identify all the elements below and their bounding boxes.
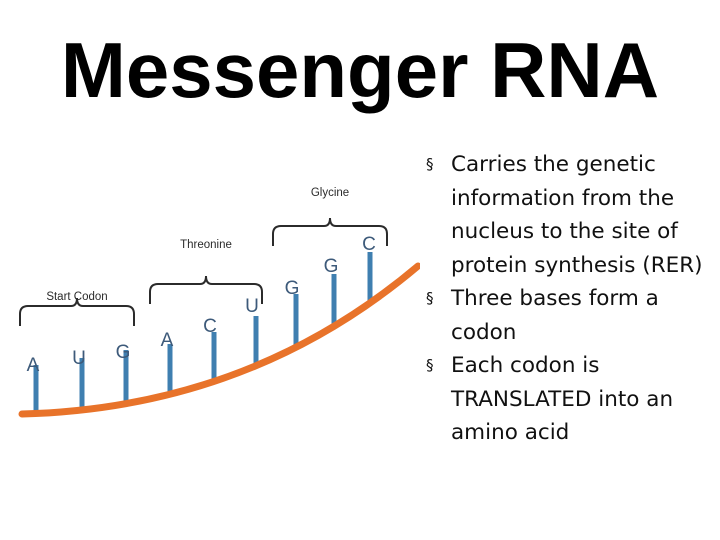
codon-bracket [149, 275, 263, 304]
slide-title: Messenger RNA [60, 26, 660, 114]
bullet-item: § Carries the genetic information from th… [424, 148, 714, 282]
base-label: G [324, 256, 339, 277]
codon-label: Threonine [180, 239, 232, 251]
codon-label: Glycine [311, 187, 349, 199]
codon-bracket [272, 217, 388, 246]
codon-label: Start Codon [46, 291, 107, 303]
bullet-item: § Each codon is TRANSLATED into an amino … [424, 349, 714, 450]
codon-bracket [19, 297, 135, 326]
mrna-diagram: Start Codon Threonine Glycine A U G A C U G G C [18, 187, 420, 418]
base-label: A [161, 330, 174, 351]
base-label: U [72, 348, 86, 369]
base-label: G [116, 342, 131, 363]
base-label: C [362, 234, 376, 255]
bullet-list: § Carries the genetic information from th… [424, 148, 714, 450]
bullet-marker: § [426, 356, 434, 374]
mrna-backbone [18, 262, 420, 418]
bullet-marker: § [426, 289, 434, 307]
bullet-text: Carries the genetic information from the… [451, 152, 703, 278]
base-label: U [245, 296, 259, 317]
bullet-marker: § [426, 155, 434, 173]
base-label: A [27, 355, 40, 376]
bullet-item: § Three bases form a codon [424, 282, 714, 349]
bullet-text: Each codon is TRANSLATED into an amino a… [451, 353, 674, 445]
base-label: C [203, 316, 217, 337]
bullet-text: Three bases form a codon [451, 286, 659, 345]
base-label: G [285, 278, 300, 299]
